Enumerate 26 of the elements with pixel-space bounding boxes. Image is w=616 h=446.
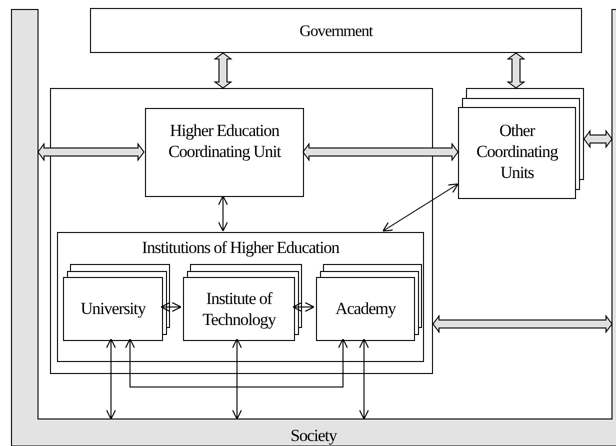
double-arrow	[232, 338, 242, 420]
double-block-arrow	[37, 142, 145, 162]
frame-box	[50, 88, 433, 374]
government-box	[90, 8, 582, 53]
double-arrow	[382, 183, 459, 232]
node-label: Academy	[335, 299, 396, 318]
node-label: Government	[300, 23, 372, 40]
node-label: Higher Education Coordinating Unit	[168, 121, 281, 161]
node-label: University	[80, 299, 146, 318]
double-arrow	[358, 338, 370, 420]
double-block-arrow	[214, 52, 232, 89]
double-arrow	[218, 195, 228, 232]
double-arrow	[292, 302, 315, 312]
group-title: Institutions of Higher Education	[142, 238, 340, 257]
double-arrow	[106, 338, 116, 420]
double-block-arrow	[302, 142, 459, 162]
double-arrow	[124, 338, 348, 388]
node-label: Other Coordinating Units	[476, 121, 558, 182]
process-box	[145, 108, 304, 197]
double-block-arrow	[583, 130, 613, 148]
node-label: Society	[290, 426, 337, 445]
group-box	[57, 232, 424, 362]
double-arrow	[160, 302, 182, 312]
node-label: Institute of Technology	[202, 289, 276, 329]
double-block-arrow	[432, 314, 613, 334]
double-block-arrow	[506, 52, 526, 89]
